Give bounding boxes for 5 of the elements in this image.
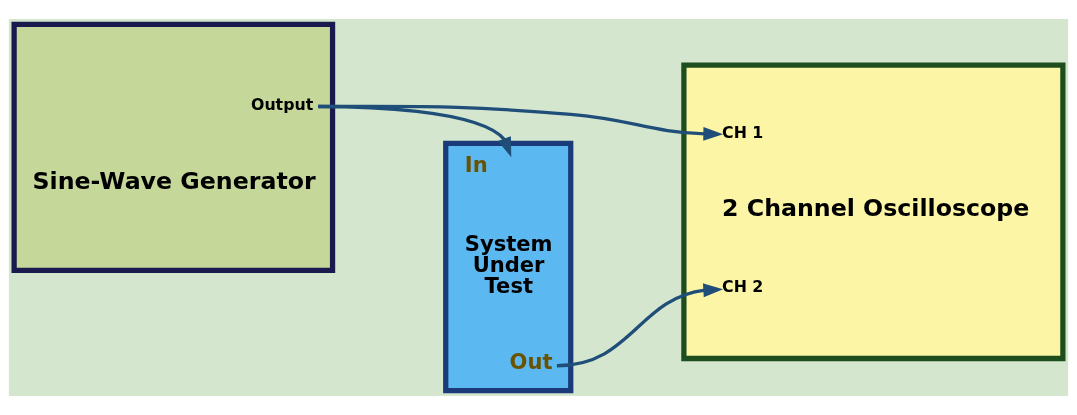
- node-box: In System Under Test Out: [443, 140, 574, 394]
- arrow: [556, 283, 724, 368]
- node-box: Output Sine-Wave Generator: [11, 21, 336, 273]
- node-box: CH 1 2 Channel Oscilloscope CH 2: [681, 62, 1066, 362]
- arrow: [318, 104, 724, 141]
